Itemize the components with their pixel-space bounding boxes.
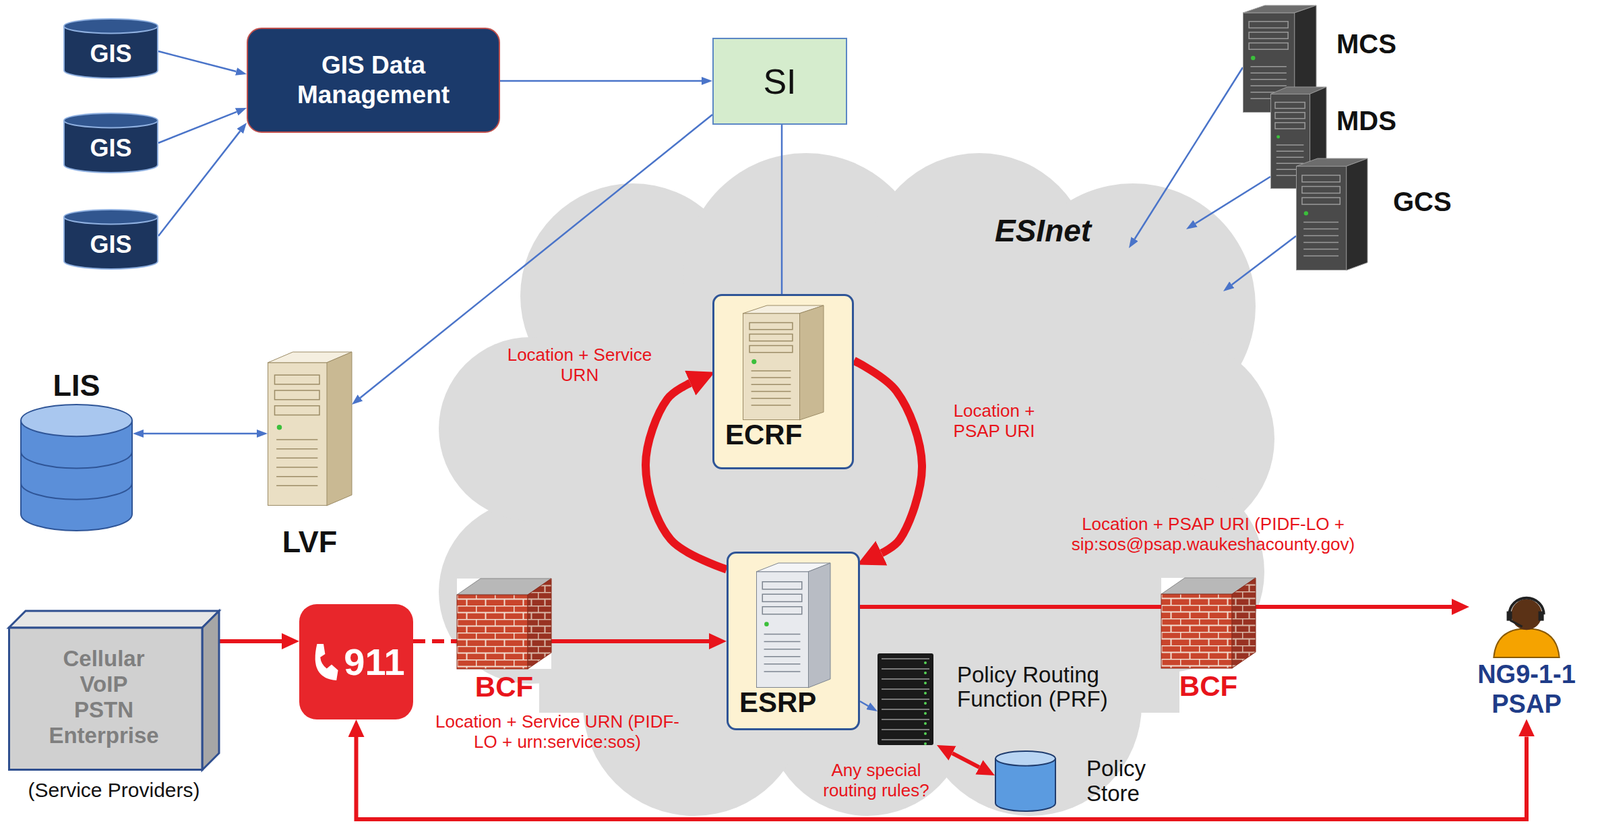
connector-arrow: [551, 638, 710, 643]
phone-icon: [307, 641, 340, 683]
edge-label: Location + Service URN: [491, 345, 668, 386]
process-box: SI: [712, 37, 848, 125]
cyl-icon: [20, 403, 133, 532]
connector-arrow: [1195, 176, 1271, 224]
node-text: LIS: [52, 369, 100, 402]
edge-label-holder: Location + PSAP URI (PIDF-LO + sip:sos@p…: [1044, 514, 1382, 555]
server-node: Policy Routing Function (PRF): [877, 653, 1160, 745]
connector-arrow: [859, 604, 1162, 609]
connector-arrow: [1255, 604, 1452, 609]
connector-arrow: [219, 638, 282, 643]
firewall-icon: [1161, 577, 1256, 668]
edge-label: Location + PSAP URI (PIDF-LO + sip:sos@p…: [1044, 514, 1382, 555]
edge-label: Location + PSAP URI: [943, 401, 1045, 442]
node-text: ECRF: [725, 419, 803, 450]
node-text: GIS: [89, 134, 132, 163]
node-text: Policy Store: [1086, 756, 1188, 806]
gis-database: GIS: [63, 112, 159, 174]
node-text: GIS: [89, 39, 132, 69]
person-icon: [1483, 593, 1570, 658]
edge-label-holder: Location + Service URN: [491, 345, 668, 386]
server-node: LVF: [267, 351, 352, 558]
edge-label-holder: Any special routing rules?: [808, 760, 944, 801]
connector-arrow: [781, 124, 784, 294]
connector-arrow: [500, 80, 702, 83]
gis-database: GIS: [63, 18, 159, 79]
server-icon: [1296, 158, 1368, 271]
psap-operator: NG9-1-1 PSAP: [1469, 593, 1584, 719]
edge-label: Any special routing rules?: [808, 760, 944, 801]
server-icon: [742, 305, 824, 420]
firewall-icon: [456, 578, 552, 669]
connector-arrow: [143, 432, 257, 435]
node-text: MCS: [1336, 28, 1397, 59]
border-control: BCF: [456, 578, 552, 701]
connector-arrow: [158, 131, 240, 236]
gis-database: GIS: [63, 208, 159, 270]
process-box: GIS Data Management: [246, 27, 501, 133]
function-box: ESRP: [726, 551, 860, 730]
node-text: SI: [762, 61, 796, 102]
server-icon: [756, 562, 831, 688]
node-text: Policy Routing Function (PRF): [957, 662, 1160, 712]
emergency-call-icon: 911: [299, 603, 414, 720]
function-box: ECRF: [712, 293, 854, 470]
policy-store: Policy Store: [994, 750, 1188, 812]
node-text: GIS Data Management: [265, 50, 482, 111]
rack-icon: [877, 653, 934, 745]
node-text: ESInet: [994, 212, 1092, 249]
node-text: BCF: [1179, 671, 1238, 701]
node-text: LVF: [282, 525, 338, 558]
node-text: NG9-1-1 PSAP: [1469, 659, 1584, 719]
node-text: MDS: [1336, 105, 1397, 136]
edge-label: Location + Service URN (PIDF-LO + urn:se…: [429, 711, 686, 753]
location-store: LIS: [20, 369, 133, 532]
server-node: GCS: [1296, 158, 1452, 271]
connector-arrow: [158, 111, 237, 143]
connector-arrow: [413, 638, 457, 643]
connector-arrow: [158, 51, 237, 72]
node-text: 911: [343, 642, 405, 681]
edge-label-holder: Location + Service URN (PIDF-LO + urn:se…: [429, 711, 686, 753]
node-text: GCS: [1393, 186, 1452, 217]
node-text: Cellular VoIP PSTN Enterprise: [48, 645, 159, 749]
edge-label-holder: Location + PSAP URI: [943, 401, 1045, 442]
border-control: BCF: [1161, 577, 1256, 701]
node-text: BCF: [475, 672, 534, 701]
provider-box: Cellular VoIP PSTN Enterprise (Service Pr…: [8, 609, 220, 801]
node-text: ESRP: [739, 687, 817, 718]
node-text: GIS: [89, 230, 132, 259]
box-face: Cellular VoIP PSTN Enterprise: [8, 609, 220, 771]
node-text: (Service Providers): [27, 778, 200, 801]
server-icon: [267, 351, 352, 506]
cyl-icon: [994, 750, 1057, 812]
